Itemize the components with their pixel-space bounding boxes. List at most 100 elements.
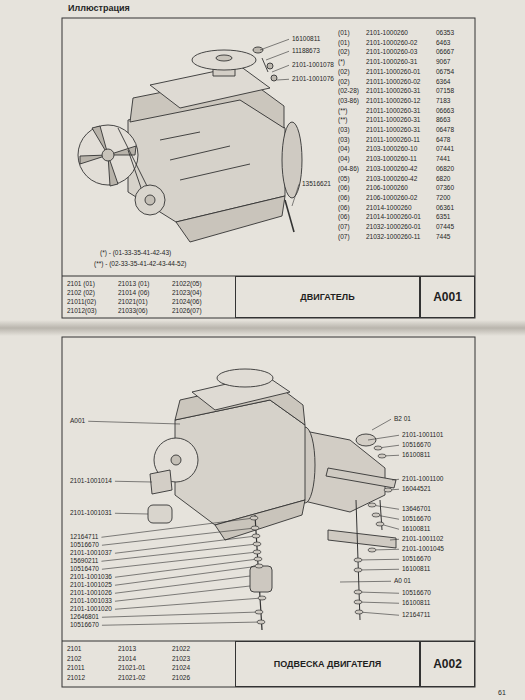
assembly-number: 21032-1000260-01 [366,224,421,231]
leader-line [115,481,152,483]
catalog-number: 06478 [436,127,454,134]
model-code: (04) [338,156,350,163]
assembly-number: 21011-1000260-11 [366,137,420,144]
model-code: (04-86) [338,166,359,173]
fastener-part [374,446,382,450]
model-list: 21013 (01) [118,281,149,288]
fastener-part [253,550,261,554]
assembly-number: 2103-1000260-42 [366,176,417,183]
catalog-number: 06361 [436,205,454,212]
callout-number: 16100811 [402,526,430,533]
leader-line [115,576,250,593]
callout-number: 12646801 [70,614,99,621]
catalog-number: 06353 [436,30,454,37]
catalog-number: 06820 [436,166,454,173]
assembly-number: 2106-1000260 [366,185,408,192]
model-list: 21023(04) [172,290,202,297]
leader-line [390,539,399,541]
leader-line [115,536,256,553]
model-list: 21011(02) [67,299,96,306]
fastener-part [250,516,258,520]
assembly-number: 21011-1000260-31 [366,117,420,124]
fastener-part [255,564,263,568]
fastener-part [254,557,262,561]
model-code: (06) [338,205,350,212]
leader-line [358,592,399,593]
model-list: 2102 (02) [67,290,95,297]
assembly-number: 2101-1000260-02 [366,40,417,47]
callout-number: A0 01 [394,578,411,585]
fastener-part [354,558,362,562]
model-list: 21012 [67,675,85,682]
assembly-number: 21014-1000260-01 [366,214,421,221]
code-cell: A002 [420,641,475,687]
model-list: 21022 [172,646,190,653]
assembly-number: 21011-1000260-01 [366,69,420,76]
leader-line [102,552,257,569]
model-list: 2101 [67,646,81,653]
catalog-number: 8663 [436,117,450,124]
leader-line [115,559,258,577]
footnote: (*) - (01-33-35-41-42-43) [100,250,171,257]
fastener-part [376,522,384,526]
fastener-part [354,600,362,604]
title-cell: ПОДВЕСКА ДВИГАТЕЛЯ [235,641,420,687]
assembly-number: 2103-1000260-42 [366,166,417,173]
model-code: (**) [338,108,347,115]
assembly-number: 21032-1000260-11 [366,234,420,241]
model-list: 21033(06) [118,308,148,315]
model-list: 21026(07) [172,308,202,315]
catalog-number: 6351 [436,214,450,221]
catalog-number: 7183 [436,98,450,105]
leader-line [102,622,261,625]
callout-number: A001 [70,418,85,425]
model-code: (03-86) [338,98,359,105]
model-list: 21021-02 [118,675,145,682]
leader-line [101,544,257,561]
model-list: 21021(01) [118,299,148,306]
catalog-number: 06663 [436,108,454,115]
assembly-number: 2101-1000260-31 [366,59,417,66]
callout-number: 2101-1001026 [70,590,112,597]
catalog-number: 06667 [436,49,454,56]
fastener-part [258,596,266,600]
callout-number: 15690211 [70,558,98,565]
assembly-number: 2103-1000260-11 [366,156,417,163]
section-title: ДВИГАТЕЛЬ [300,292,354,302]
leader-line [392,479,399,481]
leader-line [292,184,299,206]
model-list: 2101 (01) [67,281,95,288]
catalog-number: 6820 [436,176,450,183]
leader-line [277,79,289,81]
fastener-part [384,488,392,492]
model-code: (02) [338,69,350,76]
leader-line [359,612,399,615]
callout-number: 2101-1001078 [292,62,334,69]
catalog-number: 07445 [436,224,454,231]
assembly-number: 21011-1000260-31 [366,108,420,115]
footnote: (**) - (02-33-35-41-42-43-44-52) [94,261,187,268]
title-cell: ДВИГАТЕЛЬ [235,276,420,318]
catalog-number: 07158 [436,88,454,95]
assembly-number: 2101-1000260 [366,30,408,37]
callout-number: 12164711 [70,534,98,541]
leader-line [358,569,399,571]
model-code: (**) [338,117,347,124]
callout-number: 16100811 [292,36,320,43]
fastener-part [252,534,260,538]
callout-number: 13516621 [302,181,331,188]
leader-line [102,612,259,617]
callout-number: 2101-1001037 [70,550,112,557]
callout-number: 16100811 [402,566,430,573]
fastener-part [368,503,376,507]
fastener-part [355,610,363,614]
assembly-number: 21011-1000260-02 [366,79,420,86]
callout-number: 10516670 [402,442,431,449]
callout-number: 2101-1001036 [70,574,112,581]
leader-line [101,518,254,537]
leader-line [115,513,148,515]
callout-number: 11188673 [292,48,320,55]
leader-line [115,586,250,601]
callout-number: 2101-1001101 [402,432,443,439]
fastener-part [257,620,265,624]
